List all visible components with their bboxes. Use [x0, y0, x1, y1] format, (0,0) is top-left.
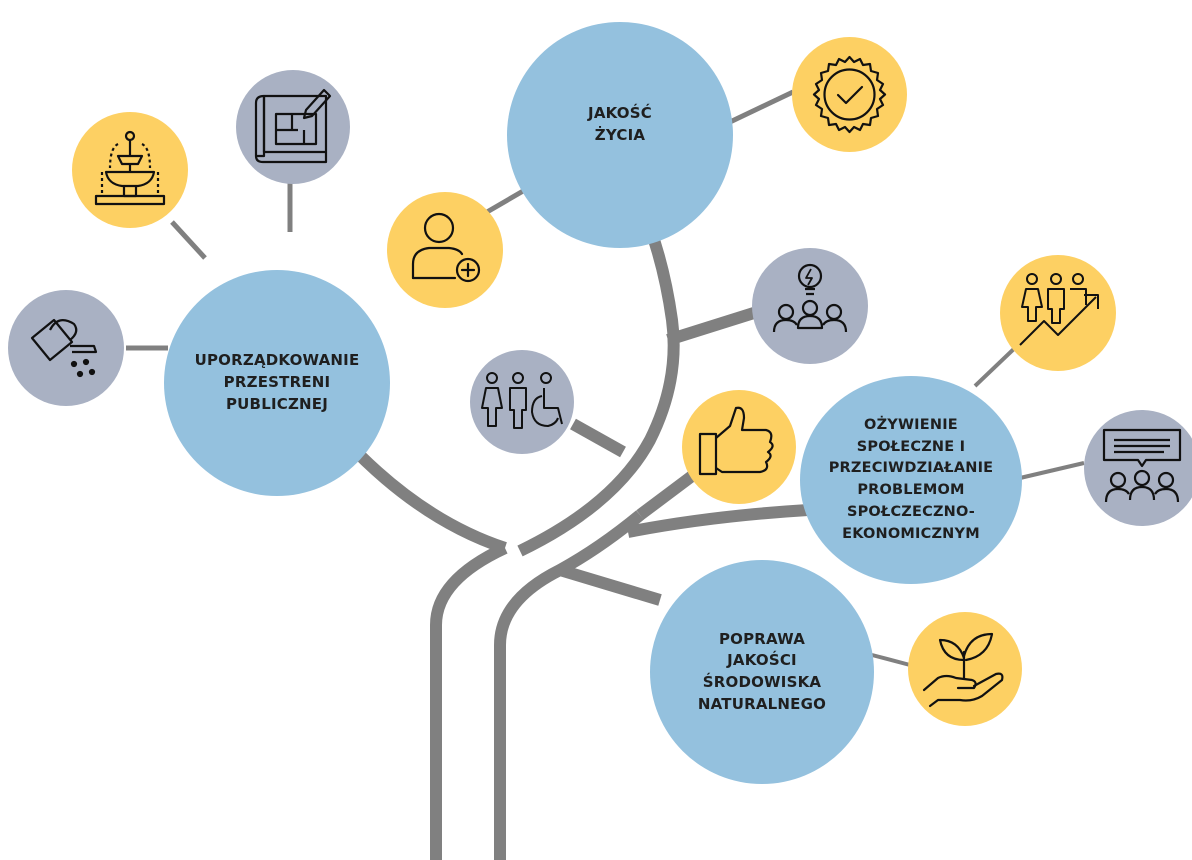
topic-environment: POPRAWA JAKOŚCI ŚRODOWISKA NATURALNEGO: [650, 560, 874, 784]
topic-label: OŻYWIENIE SPOŁECZNE I PRZECIWDZIAŁANIE P…: [828, 416, 994, 542]
topic-label: JAKOŚĆ ŻYCIA: [588, 104, 652, 144]
branch-to-accessibility: [570, 418, 626, 458]
thumbs-up-icon: [682, 390, 796, 504]
branch-to-environment: [558, 564, 662, 606]
add-user-icon: [387, 192, 503, 308]
branch-left: [340, 435, 507, 554]
topic-label: POPRAWA JAKOŚCI ŚRODOWISKA NATURALNEGO: [697, 629, 827, 713]
plant-in-hand-icon: [908, 612, 1022, 726]
connector-line: [973, 343, 1020, 388]
idea-group-icon: [752, 248, 868, 364]
connector-line: [170, 220, 207, 260]
topic-label: UPORZĄDKOWANIE PRZESTRENI PUBLICZNEJ: [194, 351, 360, 413]
discussion-group-icon: [1084, 410, 1192, 526]
connector-line: [1019, 461, 1085, 480]
topic-social-revitalization: OŻYWIENIE SPOŁECZNE I PRZECIWDZIAŁANIE P…: [800, 376, 1022, 584]
connector-line: [871, 653, 911, 667]
trunk-right: [494, 510, 644, 860]
branch-middle: [517, 225, 680, 557]
blueprint-icon: [236, 70, 350, 184]
branch-to-idea: [666, 306, 759, 346]
branch-to-social: [626, 504, 809, 538]
accessibility-people-icon: [470, 350, 574, 454]
trunk-left: [430, 542, 508, 860]
growth-people-icon: [1000, 255, 1116, 371]
connector-line: [728, 89, 795, 125]
quality-badge-icon: [792, 37, 907, 152]
topic-public-space: UPORZĄDKOWANIE PRZESTRENI PUBLICZNEJ: [164, 270, 390, 496]
watering-can-icon: [8, 290, 124, 406]
topic-quality-of-life: JAKOŚĆ ŻYCIA: [507, 22, 733, 248]
fountain-icon: [72, 112, 188, 228]
